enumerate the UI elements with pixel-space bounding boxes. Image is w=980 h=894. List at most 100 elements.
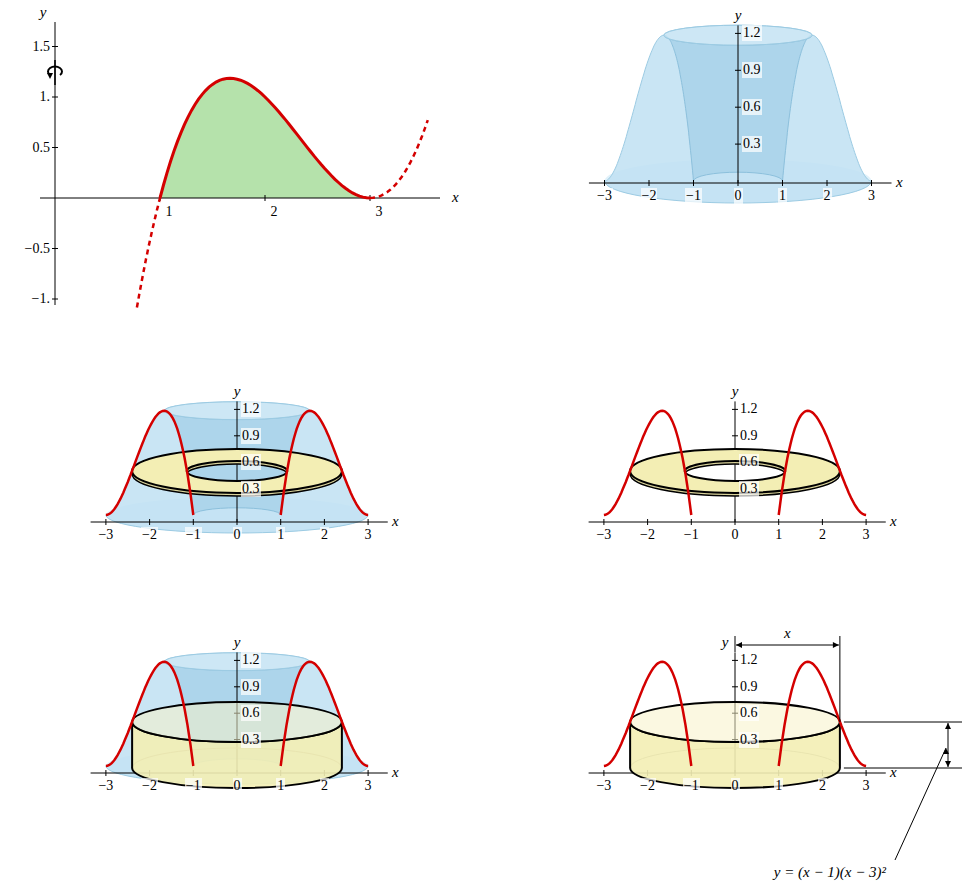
tick-mark xyxy=(105,770,106,776)
tick-label: −1 xyxy=(683,778,700,794)
tick-mark xyxy=(866,519,867,525)
tick-mark xyxy=(265,195,266,201)
tick-mark xyxy=(234,660,240,661)
arrowhead xyxy=(945,761,951,767)
tick-label: 0 xyxy=(233,527,242,543)
panel-shell-dimensions xyxy=(589,636,962,860)
tick-mark xyxy=(735,70,741,71)
tick-mark xyxy=(52,147,58,148)
tick-label: 1 xyxy=(774,778,783,794)
profile-curve xyxy=(281,411,368,515)
tick-mark xyxy=(234,435,240,436)
tick-label: −2 xyxy=(639,778,656,794)
tick-mark xyxy=(693,180,694,186)
tick-label: 2 xyxy=(818,527,827,543)
x-axis xyxy=(40,198,440,199)
tick-label: 1.2 xyxy=(739,401,759,417)
axis-label: x xyxy=(392,513,399,529)
tick-label: −2 xyxy=(641,188,658,204)
tick-label: −2 xyxy=(141,778,158,794)
tick-mark xyxy=(280,519,281,525)
region xyxy=(160,78,370,198)
profile-curve xyxy=(106,411,193,515)
extension-line xyxy=(839,636,840,722)
tick-label: −3 xyxy=(596,188,613,204)
tick-mark xyxy=(738,180,739,186)
tick-label: −1 xyxy=(185,527,202,543)
tick-mark xyxy=(735,144,741,145)
arrowhead xyxy=(833,642,839,648)
profile-curve xyxy=(106,662,193,766)
rotation-axis xyxy=(54,60,56,85)
tick-label: 0.9 xyxy=(742,62,762,78)
tick-label: 0 xyxy=(233,778,242,794)
tick-label: 0.5 xyxy=(33,140,51,156)
tick-mark xyxy=(193,519,194,525)
solid-surface xyxy=(605,25,872,203)
tick-mark xyxy=(105,519,106,525)
tick-label: 2 xyxy=(320,778,329,794)
axis-label: x xyxy=(890,764,897,780)
tick-label: 1. xyxy=(40,89,51,105)
tick-mark xyxy=(732,409,738,410)
tick-label: −0.5 xyxy=(25,241,50,257)
axis-label: x xyxy=(392,764,399,780)
washer xyxy=(630,449,840,493)
tick-label: 0.6 xyxy=(241,454,261,470)
tick-mark xyxy=(691,519,692,525)
tick-mark xyxy=(603,519,604,525)
tick-label: 0.3 xyxy=(742,136,762,152)
tick-label: 0 xyxy=(734,188,743,204)
profile-curve xyxy=(281,662,368,766)
tick-label: 0.6 xyxy=(742,99,762,115)
panel-solid xyxy=(589,25,892,203)
dimension-line xyxy=(736,645,839,646)
tick-label: 1.2 xyxy=(241,652,261,668)
shell-top xyxy=(630,702,840,742)
tick-label: 0 xyxy=(731,778,740,794)
tick-label: −3 xyxy=(595,527,612,543)
tick-label: 2 xyxy=(818,778,827,794)
tick-label: 1 xyxy=(778,188,787,204)
tick-label: 1 xyxy=(166,204,173,220)
tick-mark xyxy=(649,180,650,186)
tick-label: 0.6 xyxy=(739,705,759,721)
tick-mark xyxy=(52,97,58,98)
tick-mark xyxy=(234,409,240,410)
tick-label: −2 xyxy=(639,527,656,543)
solid-surface xyxy=(106,402,368,533)
washer xyxy=(132,449,342,493)
profile-curve xyxy=(779,662,866,766)
tick-mark xyxy=(52,46,58,47)
axis-label: y xyxy=(732,383,739,399)
extension-line xyxy=(735,636,736,652)
profile-curve xyxy=(604,662,691,766)
tick-label: 3 xyxy=(867,188,876,204)
axis-label: y xyxy=(234,383,241,399)
tick-label: 3 xyxy=(376,204,383,220)
axis-label: y xyxy=(234,634,241,650)
equation-label: y = (x − 1)(x − 3)² xyxy=(774,864,886,880)
tick-label: 1.2 xyxy=(241,401,261,417)
tick-label: 1.2 xyxy=(742,25,762,41)
tick-label: −3 xyxy=(595,778,612,794)
arrowhead xyxy=(945,723,951,729)
axis-label: x xyxy=(452,189,459,205)
y-axis xyxy=(738,25,739,183)
tick-mark xyxy=(871,180,872,186)
tick-mark xyxy=(234,686,240,687)
axis-label: y xyxy=(735,7,742,23)
tick-mark xyxy=(604,180,605,186)
tick-label: 0.3 xyxy=(739,732,759,748)
tick-mark xyxy=(822,519,823,525)
tick-mark xyxy=(52,248,58,249)
tick-label: 0.9 xyxy=(739,428,759,444)
tick-label: 0.6 xyxy=(739,454,759,470)
tick-label: 0.9 xyxy=(241,428,261,444)
x-axis xyxy=(91,522,388,523)
arrowhead xyxy=(943,748,949,754)
tick-mark xyxy=(735,33,741,34)
tick-mark xyxy=(368,770,369,776)
